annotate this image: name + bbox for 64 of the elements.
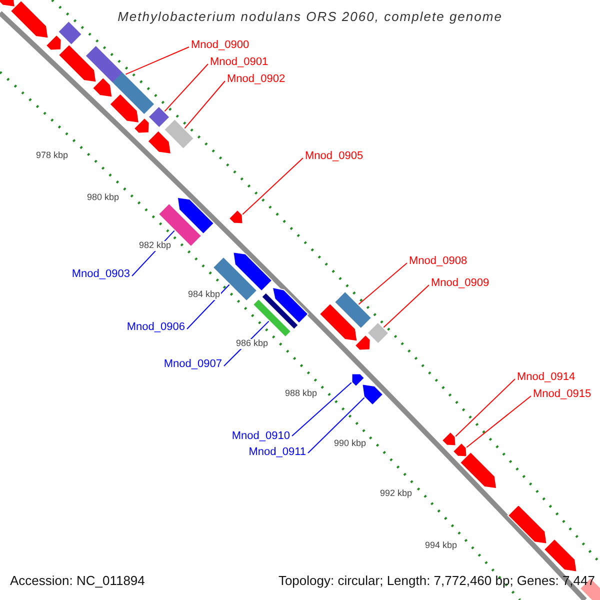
genome-info-text: Topology: circular; Length: 7,772,460 bp; Genes: 7,447 xyxy=(278,574,595,588)
scale-label: 982 kbp xyxy=(138,241,172,251)
gene-feature xyxy=(318,302,358,342)
gene-label: Mnod_0903 xyxy=(72,268,130,280)
gene-label: Mnod_0900 xyxy=(191,39,250,52)
gene-label: Mnod_0915 xyxy=(533,388,592,400)
gene-label: Mnod_0908 xyxy=(409,255,468,268)
leader-line xyxy=(292,382,352,436)
gene-feature xyxy=(148,106,170,128)
gene-feature xyxy=(507,504,548,544)
leader-line xyxy=(455,378,516,437)
leader-line xyxy=(125,46,190,75)
gene-feature xyxy=(228,209,244,224)
leader-line xyxy=(358,262,408,305)
gene-feature xyxy=(366,322,390,344)
gene-feature xyxy=(92,76,113,98)
gene-feature xyxy=(362,384,384,406)
gene-feature xyxy=(0,0,16,8)
gene-feature xyxy=(232,252,273,292)
gene-feature xyxy=(459,451,498,490)
scale-label: 978 kbp xyxy=(34,151,70,161)
gene-feature xyxy=(354,334,371,351)
leader-line xyxy=(186,284,230,330)
leader-line xyxy=(242,158,304,215)
gene-label: Mnod_0914 xyxy=(517,371,576,384)
accession-text: Accession: NC_011894 xyxy=(10,574,145,588)
scale-label: 992 kbp xyxy=(378,489,414,499)
scale-label: 986 kbp xyxy=(234,339,270,349)
gene-feature xyxy=(163,118,195,150)
scale-label: 980 kbp xyxy=(86,193,120,203)
gene-label: Mnod_0911 xyxy=(248,446,306,458)
scale-label: 994 kbp xyxy=(424,541,458,551)
leader-line xyxy=(164,64,208,112)
gene-feature xyxy=(543,538,578,572)
title: Methylobacterium nodulans ORS 2060, complete genome xyxy=(116,10,504,24)
gene-label: Mnod_0902 xyxy=(227,73,286,86)
leader-line xyxy=(383,284,430,328)
gene-feature xyxy=(146,130,172,155)
scale-label: 984 kbp xyxy=(186,290,222,300)
gene-label: Mnod_0910 xyxy=(232,430,290,442)
gene-label: Mnod_0907 xyxy=(164,358,222,370)
gene-feature xyxy=(176,196,215,235)
gene-label: Mnod_0901 xyxy=(210,56,268,68)
gene-feature xyxy=(452,442,468,458)
gene-feature xyxy=(252,298,292,338)
leader-line xyxy=(184,80,226,129)
gene-feature xyxy=(10,0,49,39)
gene-feature xyxy=(108,92,140,124)
gene-label: Mnod_0909 xyxy=(431,277,490,290)
gene-feature xyxy=(45,34,62,51)
gene-feature xyxy=(351,373,366,388)
gene-feature xyxy=(272,286,309,324)
gene-label: Mnod_0906 xyxy=(126,321,185,334)
scale-label: 988 kbp xyxy=(284,389,318,399)
gene-feature xyxy=(84,44,156,116)
leader-line xyxy=(466,396,532,448)
gene-label: Mnod_0905 xyxy=(305,150,364,162)
gene-feature xyxy=(58,44,97,83)
gene-feature xyxy=(334,290,372,330)
gene-feature xyxy=(57,20,83,46)
leader-line xyxy=(308,397,365,454)
scale-label: 990 kbp xyxy=(332,439,368,449)
gene-feature xyxy=(441,431,456,446)
gene-feature xyxy=(260,292,300,330)
